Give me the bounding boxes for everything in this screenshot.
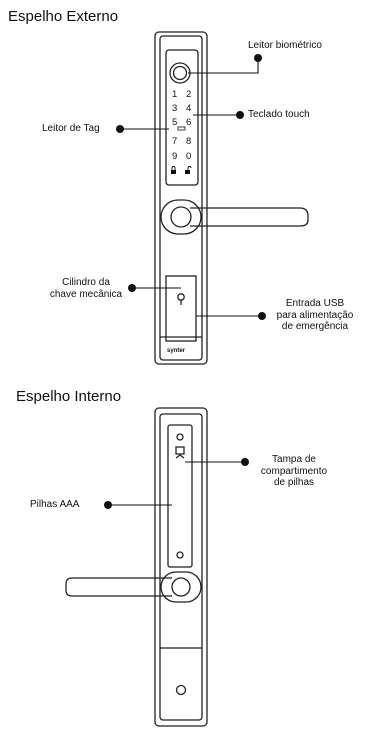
internal-title: Espelho Interno	[16, 388, 122, 405]
handle-hub-icon	[170, 206, 192, 228]
cylinder-callout-dot	[128, 284, 136, 292]
label-cylinder: Cilindro da chave mecânica	[44, 277, 128, 300]
label-battery-cover-line2: compartimento	[260, 465, 328, 477]
key-6: 6	[186, 117, 191, 128]
label-usb: Entrada USB para alimentação de emergênc…	[270, 298, 360, 333]
key-8: 8	[186, 136, 191, 147]
label-cylinder-line2: chave mecânica	[49, 288, 123, 300]
external-title: Espelho Externo	[8, 8, 119, 25]
key-7: 7	[172, 136, 177, 147]
label-usb-line1: Entrada USB	[285, 298, 345, 309]
label-battery-cover-line1: Tampa de	[272, 454, 316, 465]
key-3: 3	[172, 103, 177, 114]
key-0: 0	[186, 151, 191, 162]
touchpad-callout-dot	[236, 111, 244, 119]
internal-plate	[154, 407, 208, 727]
top-screw-icon	[176, 433, 184, 441]
battery-icon	[175, 446, 185, 455]
label-battery-cover: Tampa de compartimento de pilhas	[253, 454, 335, 489]
unlock-icon	[185, 170, 190, 174]
internal-plate-inner	[159, 413, 203, 721]
label-touchpad: Teclado touch	[248, 109, 310, 120]
internal-handle-rose	[160, 571, 202, 603]
external-plate-inner	[159, 35, 203, 361]
biometric-callout-dot	[254, 54, 262, 62]
internal-handle-hub-icon	[171, 577, 191, 597]
key-9: 9	[172, 151, 177, 162]
label-battery-cover-line3: de pilhas	[273, 477, 315, 488]
external-handle	[190, 207, 309, 227]
keyhole-icon	[177, 293, 185, 301]
bottom-hole-icon	[175, 684, 187, 696]
handle-rose	[160, 199, 202, 235]
batteries-callout-dot	[104, 501, 112, 509]
key-5: 5	[172, 117, 177, 128]
lock-icon	[171, 170, 176, 174]
brand-logo: synter	[167, 348, 186, 354]
tag-reader-callout-dot	[116, 125, 124, 133]
usb-callout-dot	[258, 312, 266, 320]
label-usb-line2: para alimentação	[276, 309, 354, 321]
label-cylinder-line1: Cilindro da	[62, 277, 110, 288]
label-tag-reader: Leitor de Tag	[42, 123, 100, 134]
key-4: 4	[186, 103, 191, 114]
battery-cover	[167, 424, 193, 568]
label-batteries: Pilhas AAA	[30, 499, 80, 510]
key-1: 1	[172, 89, 177, 100]
cylinder-cover	[165, 275, 197, 342]
external-plate	[154, 31, 208, 365]
internal-handle	[65, 577, 172, 597]
bottom-screw-icon	[176, 551, 184, 559]
label-usb-line3: de emergência	[281, 321, 349, 332]
keypad-panel	[165, 49, 199, 186]
tag-reader-icon	[177, 126, 186, 131]
key-2: 2	[186, 89, 191, 100]
battery-cover-callout-dot	[241, 458, 249, 466]
label-biometric: Leitor biométrico	[248, 40, 322, 51]
